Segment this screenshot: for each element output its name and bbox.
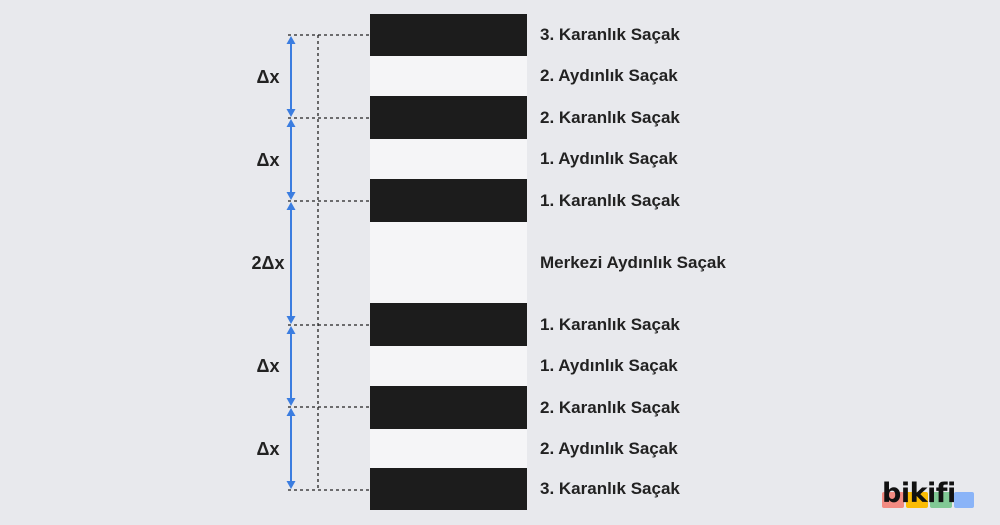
logo-bar-3 [930,492,952,508]
dark-fringe-band [370,386,527,429]
logo-bar-2 [906,492,928,508]
dark-fringe-band [370,96,527,139]
arrow-head-down [286,316,296,324]
logo-bar-1 [882,492,904,508]
spacing-label-4: Δx [256,356,280,376]
logo-wordmark: bikifi [882,478,956,509]
spacing-label-1: Δx [256,66,280,87]
dark-fringe-band [370,179,527,222]
bikifi-logo: bikifi [882,476,974,512]
fringe-label-dark-1-top: 1. Karanlık Saçak [540,190,680,210]
logo-bar-4 [954,492,974,508]
fringe-screen [370,14,527,510]
fringe-label-dark-3-bottom: 3. Karanlık Saçak [540,479,680,498]
arrow-head-up [286,326,296,334]
arrow-head-up [286,202,296,210]
fringe-label-bright-2-top: 2. Aydınlık Saçak [540,66,678,85]
dark-fringe-band [370,14,527,56]
arrow-head-down [286,481,296,489]
fringe-label-bright-1-bottom: 1. Aydınlık Saçak [540,356,678,375]
fringe-label-dark-1-bottom: 1. Karanlık Saçak [540,314,680,334]
fringe-label-dark-2-top: 2. Karanlık Saçak [540,107,680,127]
arrow-head-down [286,398,296,406]
fringe-label-dark-3-top: 3. Karanlık Saçak [540,25,680,44]
arrow-head-down [286,192,296,200]
spacing-label-2: Δx [256,149,280,170]
spacing-label-5: Δx [256,438,280,459]
arrow-head-down [286,109,296,117]
fringe-label-bright-2-bottom: 2. Aydınlık Saçak [540,438,678,458]
dark-fringe-band [370,468,527,510]
fringe-label-bright-1-top: 1. Aydınlık Saçak [540,149,678,168]
arrow-head-up [286,408,296,416]
spacing-label-central: 2Δx [251,253,285,273]
arrow-head-up [286,36,296,44]
arrow-head-up [286,119,296,127]
fringe-label-dark-2-bottom: 2. Karanlık Saçak [540,397,680,417]
dark-fringe-band [370,303,527,346]
fringe-label-central-bright: Merkezi Aydınlık Saçak [540,252,726,272]
